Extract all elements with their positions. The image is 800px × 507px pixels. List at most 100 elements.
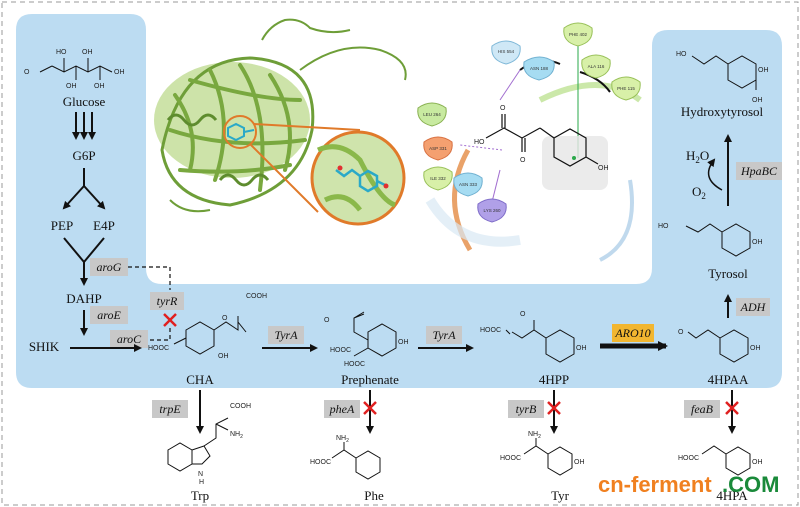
gene-pheA: pheA	[329, 402, 355, 416]
ligand-atom-label: HO	[474, 139, 485, 146]
cofactor-o2: O2	[692, 184, 706, 201]
gene-box-aroG	[90, 258, 128, 276]
gene-box-feaB	[684, 400, 720, 418]
knockout-mark-pheA	[363, 401, 377, 415]
gene-box-aro10	[612, 324, 654, 342]
arrow-cofactor	[707, 158, 723, 191]
gene-box-adh	[736, 298, 770, 316]
residue-asp331: ASP 331	[423, 136, 453, 161]
atom-label: OH	[114, 69, 125, 76]
residue-label: LEU 264	[423, 112, 441, 117]
metabolite-trp: Trp	[191, 488, 209, 503]
metabolite-pep: PEP	[51, 218, 73, 233]
zoom-inset	[310, 130, 406, 226]
atom-label: N	[198, 471, 203, 478]
atom-label: NH2	[528, 431, 541, 440]
arrows-glucose-to-g6p	[72, 112, 96, 140]
atom-label: OH	[758, 67, 769, 74]
atom-label: HO	[56, 49, 67, 56]
atom-label: HOOC	[330, 347, 351, 354]
residue-asn188: ASN 188	[523, 56, 555, 81]
tyr-structure: HOOC NH2 OH	[500, 431, 585, 476]
atom-label: HOOC	[148, 345, 169, 352]
atom-label: O	[222, 315, 228, 322]
knockout-mark-tyrR	[163, 313, 177, 327]
gene-tyrA-1: TyrA	[274, 328, 298, 342]
gene-tyrA-2: TyrA	[432, 328, 456, 342]
residue-label: PHE 115	[617, 86, 635, 91]
metabolite-glucose: Glucose	[63, 94, 106, 109]
metabolite-4hpaa: 4HPAA	[708, 372, 749, 387]
atom-label: COOH	[246, 293, 267, 300]
residue-leu264: LEU 264	[417, 102, 447, 127]
docking-interaction-map: HIS 554 ASN 188 PHE 402 ALA 116 PHE 115 …	[417, 22, 642, 262]
residue-label: PHE 402	[569, 32, 588, 37]
glucose-structure: O HO OH OH OH OH	[24, 49, 125, 90]
atom-label: H	[199, 479, 204, 486]
metabolite-cha: CHA	[186, 372, 214, 387]
atom-label: HO	[676, 51, 687, 58]
knockout-mark-feaB	[725, 401, 739, 415]
gene-box-hpaBC	[736, 162, 782, 180]
metabolite-shik: SHIK	[29, 339, 60, 354]
arrows-merge-to-dahp	[63, 237, 105, 286]
residue-label: HIS 554	[498, 49, 515, 54]
knockout-mark-tyrB	[547, 401, 561, 415]
protein-structure	[154, 18, 407, 226]
tyrosol-structure: HO OH	[658, 223, 763, 257]
residue-label: ILE 332	[430, 176, 446, 181]
gene-box-aroE	[90, 306, 128, 324]
pathway-panel	[16, 14, 782, 388]
atom-label: OH	[94, 83, 105, 90]
binding-pocket-ring	[223, 115, 257, 149]
prephenate-structure: O HOOC HOOC OH	[324, 311, 409, 368]
atom-label: HOOC	[480, 327, 501, 334]
atom-label: OH	[750, 345, 761, 352]
cofactor-h2o: H2O	[686, 148, 709, 165]
hpa-structure: HOOC OH	[678, 445, 763, 476]
trp-structure: COOH NH2 N H	[167, 403, 251, 486]
atom-label: O	[324, 317, 330, 324]
metabolite-tyrosol: Tyrosol	[708, 266, 748, 281]
cha-structure: HOOC OH O COOH	[148, 293, 267, 360]
phe-structure: HOOC NH2	[310, 435, 381, 480]
arrows-g6p-split	[62, 168, 106, 210]
metabolite-4hpa: 4HPA	[716, 488, 748, 503]
atom-label: OH	[218, 353, 229, 360]
residue-label: ASP 331	[429, 146, 447, 151]
residue-his554: HIS 554	[491, 40, 521, 65]
metabolite-prephenate: Prephenate	[341, 372, 399, 387]
ligand-in-pocket	[227, 122, 255, 142]
atom-label: OH	[752, 239, 763, 246]
atom-label: NH2	[336, 435, 349, 444]
metabolite-e4p: E4P	[93, 218, 115, 233]
atom-label: OH	[398, 339, 409, 346]
atom-label: O	[24, 69, 30, 76]
atom-label: OH	[576, 345, 587, 352]
gene-feaB: feaB	[691, 402, 714, 416]
metabolite-phe: Phe	[364, 488, 384, 503]
gene-aroE: aroE	[97, 308, 121, 322]
gene-box-tyrA-1	[268, 326, 304, 344]
gene-hpaBC: HpaBC	[740, 164, 778, 178]
residue-label: LYS 260	[484, 208, 501, 213]
atom-label: OH	[82, 49, 93, 56]
atom-label: HO	[658, 223, 669, 230]
gene-box-tyrR	[150, 292, 184, 310]
gene-box-tyrA-2	[426, 326, 462, 344]
residue-label: ALA 116	[588, 64, 605, 69]
docked-ligand-structure	[485, 114, 608, 190]
gene-box-pheA	[324, 400, 360, 418]
hpaa-structure: O OH	[678, 329, 761, 363]
atom-label: HOOC	[678, 455, 699, 462]
atom-label: COOH	[230, 403, 251, 410]
gene-trpE: trpE	[159, 402, 181, 416]
atom-label: OH	[574, 459, 585, 466]
atom-label: NH2	[230, 431, 243, 440]
gene-box-aroC	[110, 330, 148, 348]
gene-adh: ADH	[740, 300, 767, 314]
residue-phe115: PHE 115	[611, 76, 641, 101]
gene-tyrR: tyrR	[157, 294, 178, 308]
residue-ile332: ILE 332	[423, 166, 453, 191]
